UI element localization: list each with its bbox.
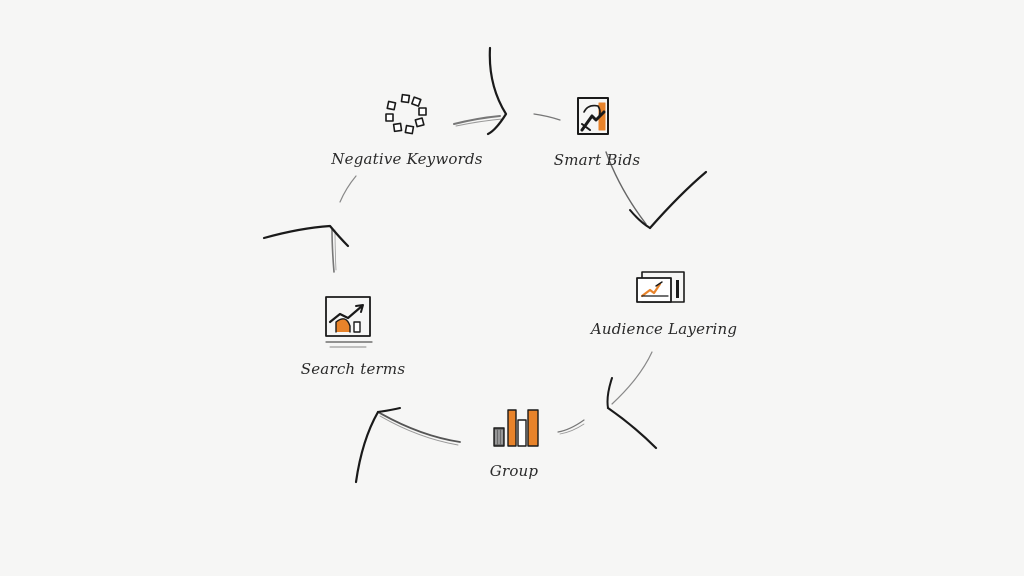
node-label-audience-layering: Audience Layering — [590, 320, 738, 338]
node-label-smart-bids: Smart Bids — [553, 151, 641, 169]
monitor-chart-icon — [636, 271, 685, 303]
growth-chart-icon — [325, 296, 373, 348]
framed-chart-icon — [577, 97, 609, 135]
arrow-smart-to-audience — [605, 151, 708, 230]
node-label-group: Group — [489, 462, 539, 480]
arrow-negative-to-smart — [453, 46, 561, 136]
arrow-search-to-negative — [262, 175, 357, 273]
node-label-search-terms: Search terms — [300, 360, 406, 378]
bar-chart-icon — [493, 409, 539, 447]
node-label-negative-keywords: Negative Keywords — [331, 150, 483, 168]
ring-of-squares-icon — [385, 93, 427, 135]
arrow-group-to-search — [354, 407, 461, 484]
arrow-audience-to-group — [557, 351, 658, 450]
